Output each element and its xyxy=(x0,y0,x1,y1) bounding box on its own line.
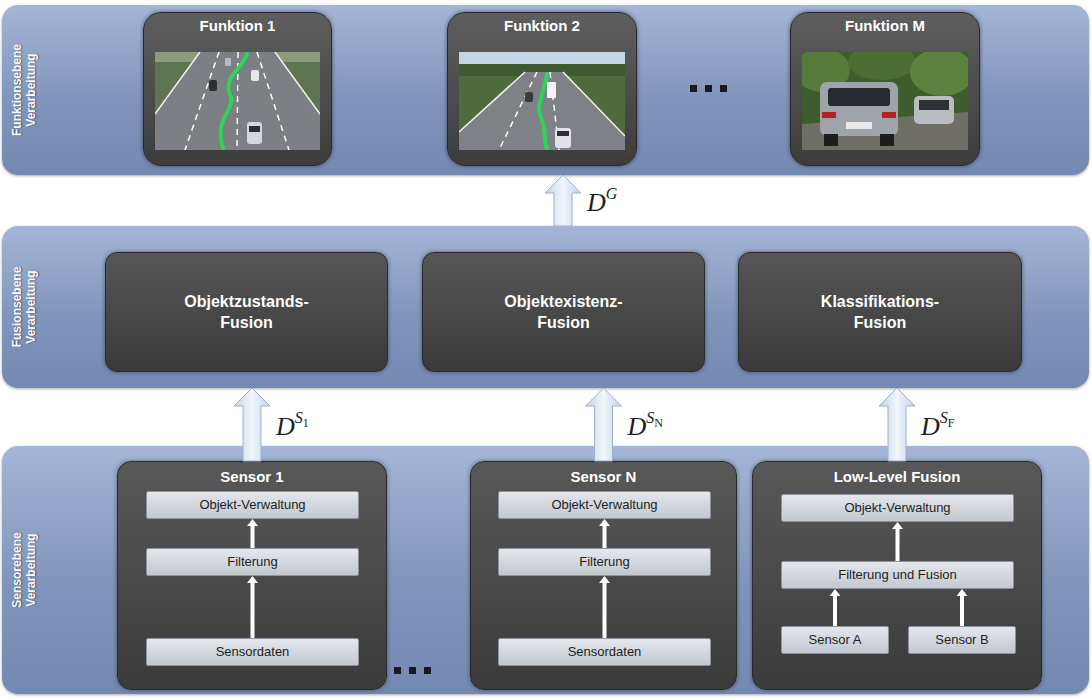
processing-step-box: Objekt-Verwaltung xyxy=(781,494,1014,522)
fusion-box: Objektzustands- Fusion xyxy=(105,252,388,372)
processing-step-box: Filterung xyxy=(146,548,359,576)
sensor-box: Sensor 1 Objekt-VerwaltungFilterungSensor… xyxy=(117,461,387,690)
ellipsis-dots xyxy=(688,82,732,94)
box-label: Objektexistenz- Fusion xyxy=(484,291,644,333)
box-label: Filterung xyxy=(227,554,278,570)
layer-label: Fusionsebene Verarbeitung xyxy=(10,242,38,372)
box-label: Sensor B xyxy=(935,632,988,648)
layer-label: Sensorebene Verarbeitung xyxy=(10,505,38,635)
processing-step-box: Sensordaten xyxy=(498,638,711,666)
car-picture xyxy=(802,52,968,150)
box-label: Low-Level Fusion xyxy=(834,468,961,486)
box-label: Klassifikations- Fusion xyxy=(800,291,960,333)
sensor-box: Low-Level FusionObjekt-VerwaltungFilteru… xyxy=(752,461,1042,690)
box-label: Funktion M xyxy=(845,17,925,35)
processing-step-box: Filterung xyxy=(498,548,711,576)
box-label: Objekt-Verwaltung xyxy=(844,500,950,516)
box-label: Filterung xyxy=(579,554,630,570)
box-label: Funktion 2 xyxy=(504,17,580,35)
data-symbol: DS1 xyxy=(276,403,309,442)
processing-step-box: Objekt-Verwaltung xyxy=(146,491,359,519)
data-flow-arrow xyxy=(545,175,581,226)
ellipsis-dots xyxy=(392,664,436,676)
processing-step-box: Objekt-Verwaltung xyxy=(498,491,711,519)
box-label: Sensor A xyxy=(809,632,862,648)
box-label: Sensor N xyxy=(571,468,637,486)
box-label: Objektzustands- Fusion xyxy=(167,291,327,333)
box-label: Sensordaten xyxy=(216,644,290,660)
box-label: Funktion 1 xyxy=(200,17,276,35)
box-label: Sensor 1 xyxy=(220,468,283,486)
fusion-box: Objektexistenz- Fusion xyxy=(422,252,705,372)
processing-step-box: Sensordaten xyxy=(146,638,359,666)
highway-picture xyxy=(459,52,625,150)
data-symbol: DG xyxy=(587,179,617,218)
data-symbol: DSN xyxy=(628,403,663,442)
layer-label: Funktionsebene Verarbeitung xyxy=(10,25,38,155)
processing-step-box: Sensor A xyxy=(781,626,889,654)
data-symbol: DSF xyxy=(921,403,954,442)
processing-step-box: Filterung und Fusion xyxy=(781,561,1014,589)
box-label: Objekt-Verwaltung xyxy=(551,497,657,513)
processing-step-box: Sensor B xyxy=(908,626,1016,654)
box-label: Sensordaten xyxy=(568,644,642,660)
box-label: Filterung und Fusion xyxy=(838,567,957,583)
highway-picture xyxy=(155,52,320,150)
sensor-box: Sensor N Objekt-VerwaltungFilterungSensor… xyxy=(470,461,737,690)
box-label: Objekt-Verwaltung xyxy=(199,497,305,513)
fusion-box: Klassifikations- Fusion xyxy=(738,252,1022,372)
processing-layer-band: Sensorebene Verarbeitung Sensor 1 Objekt-V… xyxy=(2,446,1089,694)
processing-layer-band: Fusionsebene Verarbeitung Objektzustands-… xyxy=(2,226,1089,388)
